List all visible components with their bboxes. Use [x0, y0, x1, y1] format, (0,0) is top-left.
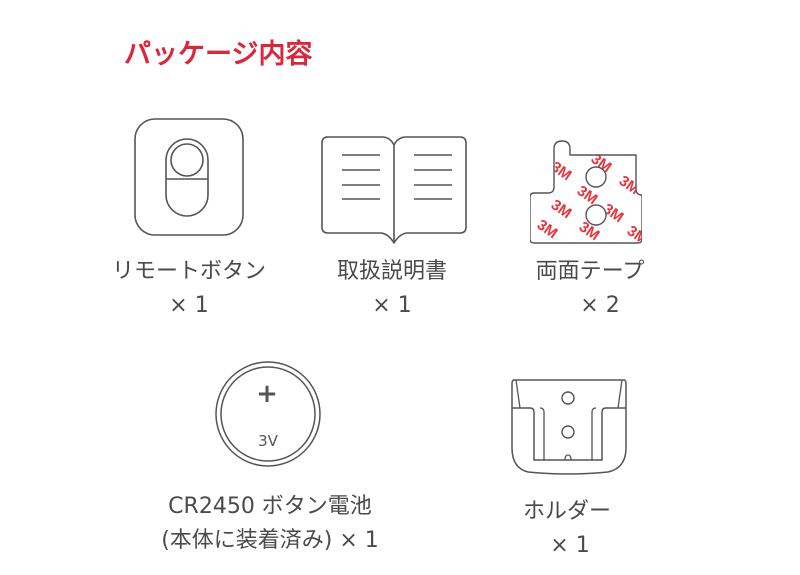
remote-button-icon	[133, 117, 245, 237]
holder-icon	[508, 378, 628, 478]
voltage-label: 3V	[258, 432, 279, 450]
svg-text:3M: 3M	[624, 222, 642, 245]
svg-text:3M: 3M	[534, 216, 561, 242]
svg-text:3M: 3M	[548, 196, 575, 222]
item-tape-name: 両面テープ	[535, 259, 645, 284]
item-manual-name: 取扱説明書	[336, 259, 448, 284]
item-remote-button-qty: × 1	[169, 293, 209, 318]
page-title: パッケージ内容	[124, 39, 313, 70]
svg-text:3M: 3M	[548, 158, 575, 184]
plus-symbol: +	[256, 379, 278, 409]
double-sided-tape-icon: 3M 3M 3M 3M 3M 3M 3M 3M 3M	[530, 135, 642, 245]
manual-book-icon	[318, 133, 468, 245]
item-battery-qty: (本体に装着済み) × 1	[161, 528, 379, 553]
coin-battery-icon: + 3V	[212, 360, 324, 468]
item-remote-button-name: リモートボタン	[111, 259, 267, 284]
item-holder-qty: × 1	[550, 533, 590, 558]
item-battery-name: CR2450 ボタン電池	[168, 494, 372, 519]
item-tape-qty: × 2	[580, 293, 620, 318]
item-holder-name: ホルダー	[522, 499, 612, 524]
item-manual-qty: × 1	[372, 293, 412, 318]
